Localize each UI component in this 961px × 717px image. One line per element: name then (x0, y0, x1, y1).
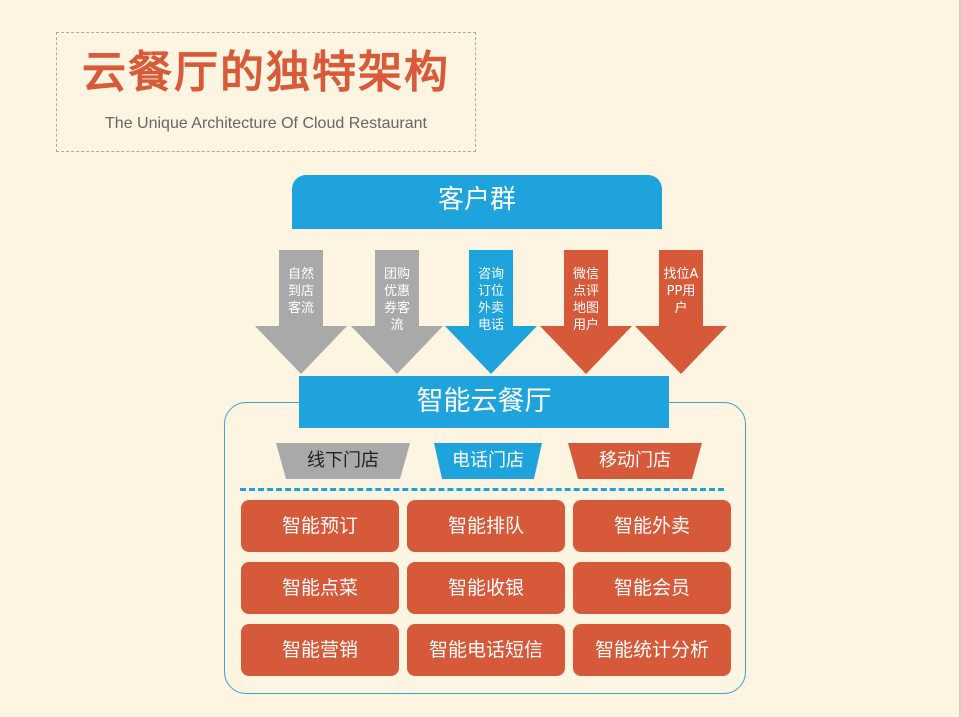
down-arrow-icon (255, 250, 347, 374)
store-fill (434, 443, 542, 479)
channel-arrow-wechat: 微信点评地图用户 (540, 250, 632, 374)
feature-tile-ordering: 智能点菜 (241, 562, 399, 614)
arrow-shape (445, 250, 537, 374)
feature-tile-queue: 智能排队 (407, 500, 565, 552)
down-arrow-icon (635, 250, 727, 374)
channel-label: 咨询订位外卖电话 (477, 267, 504, 333)
customer-group-banner: 客户群 (292, 175, 662, 229)
channel-arrow-app: 找位APP用户 (635, 250, 727, 374)
store-mobile: 移动门店 (568, 443, 702, 479)
separator-line (240, 488, 724, 491)
feature-tile-reservation: 智能预订 (241, 500, 399, 552)
channel-label: 自然到店客流 (287, 267, 314, 316)
store-shape (434, 443, 542, 479)
down-arrow-icon (445, 250, 537, 374)
store-label: 电话门店 (452, 450, 524, 471)
store-label: 移动门店 (599, 450, 671, 471)
feature-tile-membership: 智能会员 (573, 562, 731, 614)
arrow-shape (255, 250, 347, 374)
channel-label: 微信点评地图用户 (572, 267, 599, 333)
smart-restaurant-banner: 智能云餐厅 (299, 376, 669, 428)
store-offline: 线下门店 (276, 443, 410, 479)
store-phone: 电话门店 (434, 443, 542, 479)
feature-tile-marketing: 智能营销 (241, 624, 399, 676)
page-edge (959, 0, 961, 717)
channel-arrow-phone: 咨询订位外卖电话 (445, 250, 537, 374)
store-shape (276, 443, 410, 479)
store-shape (568, 443, 702, 479)
channel-arrow-walk-in: 自然到店客流 (255, 250, 347, 374)
feature-tile-cashier: 智能收银 (407, 562, 565, 614)
store-fill (568, 443, 702, 479)
down-arrow-icon (351, 250, 443, 374)
page-title: 云餐厅的独特架构 (82, 47, 450, 98)
store-label: 线下门店 (307, 450, 379, 471)
store-fill (276, 443, 410, 479)
feature-tile-phone-sms: 智能电话短信 (407, 624, 565, 676)
channel-label: 找位APP用户 (663, 267, 699, 316)
down-arrow-icon (540, 250, 632, 374)
arrow-shape (540, 250, 632, 374)
arrow-shape (351, 250, 443, 374)
channel-arrow-group-buy: 团购优惠券客流 (351, 250, 443, 374)
feature-tile-analytics: 智能统计分析 (573, 624, 731, 676)
channel-label: 团购优惠券客流 (383, 267, 410, 333)
page-subtitle: The Unique Architecture Of Cloud Restaur… (105, 115, 427, 132)
title-box: 云餐厅的独特架构 The Unique Architecture Of Clou… (56, 32, 476, 152)
arrow-shape (635, 250, 727, 374)
feature-tile-takeaway: 智能外卖 (573, 500, 731, 552)
